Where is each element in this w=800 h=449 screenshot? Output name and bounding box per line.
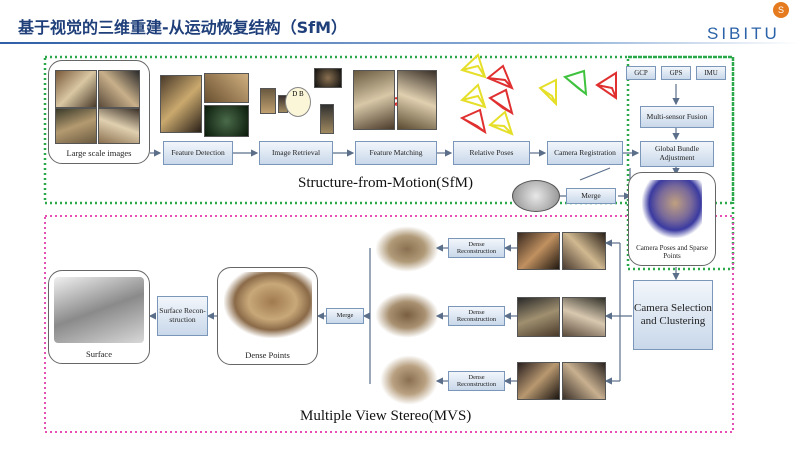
merge-box-bottom: Merge xyxy=(326,308,364,324)
sample-photo xyxy=(55,70,97,108)
sensor-imu: IMU xyxy=(696,66,726,80)
step-feature-matching: Feature Matching xyxy=(355,141,437,165)
partial-dense-points xyxy=(375,226,439,272)
step-camera-registration: Camera Registration xyxy=(547,141,623,165)
merge-box-top: Merge xyxy=(566,188,616,204)
sensor-gps: GPS xyxy=(661,66,691,80)
mvs-photo xyxy=(517,297,560,337)
sensor-gcp: GCP xyxy=(626,66,656,80)
sample-photo xyxy=(55,108,97,144)
mvs-section-label: Multiple View Stereo(MVS) xyxy=(300,408,471,425)
mvs-photo xyxy=(517,232,560,270)
mvs-photo xyxy=(562,362,606,400)
sparse-points-render xyxy=(642,180,702,238)
mvs-photo xyxy=(517,362,560,400)
sfm-section-label: Structure-from-Motion(SfM) xyxy=(298,175,473,192)
matching-photo xyxy=(353,70,395,130)
camera-selection-box: Camera Selection and Clustering xyxy=(633,280,713,350)
partial-dense-points xyxy=(375,292,439,338)
step-feature-detection: Feature Detection xyxy=(163,141,233,165)
mvs-photo xyxy=(562,297,606,337)
surface-reconstruction-box: Surface Recon- struction xyxy=(157,296,208,336)
partial-dense-points xyxy=(380,355,438,405)
step-relative-poses: Relative Poses xyxy=(453,141,530,165)
feature-photo xyxy=(204,73,249,103)
retrieval-photo xyxy=(314,68,342,88)
dense-points-label: Dense Points xyxy=(217,350,318,360)
merge-sample-photo xyxy=(512,180,560,212)
dense-reconstruction-2: Dense Reconstruction xyxy=(448,306,505,326)
camera-poses-label: Camera Poses and Sparse Points xyxy=(632,244,712,260)
database-icon: D B xyxy=(285,87,311,117)
surface-render xyxy=(54,277,144,343)
dense-points-render xyxy=(224,272,312,338)
multi-sensor-fusion: Multi-sensor Fusion xyxy=(640,106,714,128)
retrieval-photo xyxy=(320,104,334,134)
dense-reconstruction-1: Dense Reconstruction xyxy=(448,238,505,258)
feature-photo xyxy=(204,105,249,137)
step-global-bundle-adjustment: Global Bundle Adjustment xyxy=(640,141,714,167)
mvs-photo xyxy=(562,232,606,270)
sample-photo xyxy=(98,108,140,144)
large-images-label: Large scale images xyxy=(48,148,150,158)
sample-photo xyxy=(98,70,140,108)
feature-photo xyxy=(160,75,202,133)
camera-frustum-icons xyxy=(462,55,616,134)
retrieval-photo xyxy=(260,88,276,114)
matching-photo xyxy=(397,70,437,130)
surface-label: Surface xyxy=(48,349,150,359)
step-image-retrieval: Image Retrieval xyxy=(259,141,333,165)
dense-reconstruction-3: Dense Reconstruction xyxy=(448,371,505,391)
